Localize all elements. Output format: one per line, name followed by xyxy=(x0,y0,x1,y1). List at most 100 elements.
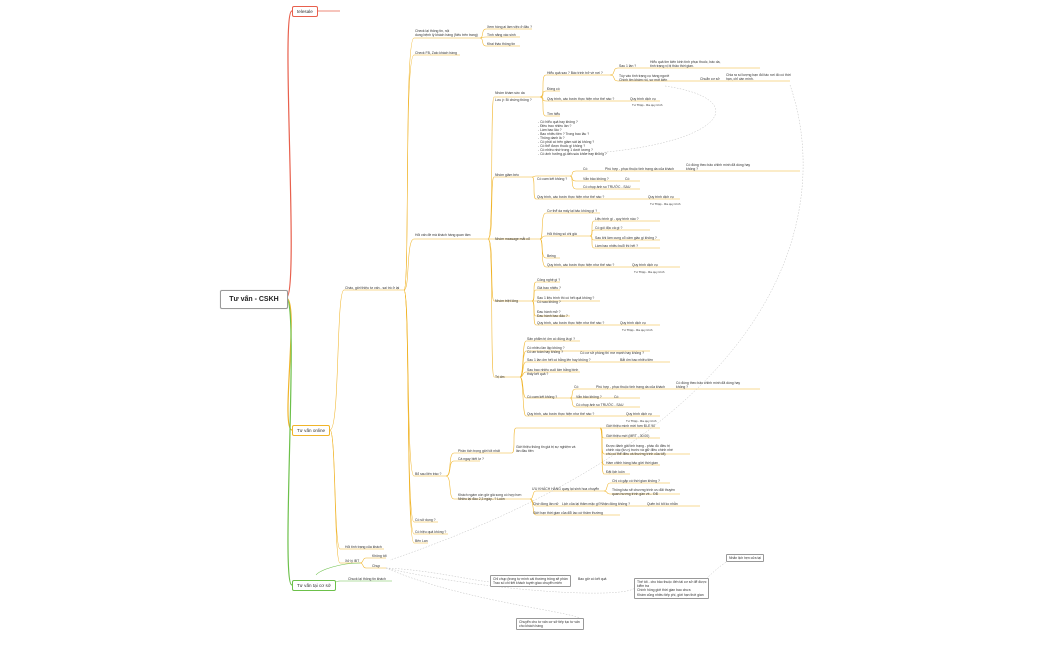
node-follow-2[interactable]: Có đúng theo bảo chỉnh mình đã dùng hay … xyxy=(676,381,741,389)
node-effect[interactable]: Hiểu quả sao ? Bác trình trở về nơi ? xyxy=(547,71,603,75)
node-cost[interactable]: Bắt ốm bao nhiêu tiền xyxy=(620,358,653,362)
node-effect-detail[interactable]: Hiểu quả tim kiến kinh tính phục thuốc, … xyxy=(650,60,721,68)
node-schedule[interactable]: Lịch của lại thăm mặc gì?Nhận đóng không… xyxy=(562,502,631,506)
node-service-3[interactable]: Quy trình dịch vụ xyxy=(632,263,658,267)
node-procedure-3[interactable]: Tư Thập - Ra quy trình xyxy=(634,270,665,274)
node-have-time[interactable]: Chị có gặp có thời gian không ? xyxy=(612,479,660,483)
callout-result-when[interactable]: Bao giờ có kết quả xyxy=(578,577,607,581)
node-follow-1[interactable]: Có đúng theo bảo chỉnh mình đã dùng hay … xyxy=(686,163,751,171)
node-feature[interactable]: Tính năng xác sinh xyxy=(487,33,516,37)
node-pain[interactable]: Đau hành mở ? Đau hành bao đấu ? xyxy=(537,310,568,318)
node-yes-2[interactable]: Có xyxy=(625,177,630,181)
root-node[interactable]: Tư vấn - CSKH xyxy=(220,290,288,309)
node-process-5[interactable]: Quy trình, các bước thực hiện như thế nà… xyxy=(527,412,595,416)
node-note[interactable]: Lưu ý: Bí chứng thông ? xyxy=(495,98,532,102)
node-intro-1[interactable]: Giới thiệu mình mới hơn ĐLE 90 xyxy=(606,424,656,428)
node-feeling[interactable]: Sau khi làm cung cổ cảm giác gì không ? xyxy=(595,236,657,240)
node-room[interactable]: Có cơ sở phòng thì mơ mạnh hay không ? xyxy=(580,351,644,355)
node-group-slim[interactable]: Nhóm giảm béo xyxy=(495,173,519,177)
node-yes-3[interactable]: Có xyxy=(574,385,579,389)
branch-cs[interactable]: Tư vấn tại cơ sở xyxy=(292,580,336,591)
node-value[interactable]: Giới thiệu thông tin giá trị sự nghiệm v… xyxy=(516,445,576,453)
node-suit-2[interactable]: Phù hợp - phục thuộc tình trạng da của k… xyxy=(596,385,665,389)
node-suit-1[interactable]: Phù hợp - phục thuộc tình trạng da của k… xyxy=(605,167,674,171)
node-service-2[interactable]: Quy trình dịch vụ xyxy=(648,195,674,199)
node-service-5[interactable]: Quy trình dịch vụ xyxy=(626,412,652,416)
node-tech[interactable]: Công nghệ gì ? xyxy=(537,278,561,282)
callout-visit[interactable]: Thế tốt - cho bảo thuộc đến tài cơ sở để… xyxy=(634,578,710,599)
node-keep-1[interactable]: Vẫn bảo không ? xyxy=(583,177,609,181)
node-procedure-4[interactable]: Tư Thập - Ra quy trình xyxy=(622,328,653,332)
node-product[interactable]: Sản phẩm trị ốm có đúng là gì ? xyxy=(527,337,576,341)
node-sessions[interactable]: Làm bao nhiêu buổi thì hết ? xyxy=(595,244,638,248)
node-process-2[interactable]: Quy trình, các bước thực hiện như thế nà… xyxy=(537,195,605,199)
node-check-info[interactable]: Check lại thông tin, nội dung bệnh lý kh… xyxy=(415,29,478,37)
node-price[interactable]: Giá bao nhiêu ? xyxy=(537,286,561,290)
node-partner[interactable]: Chia ra số lượng bạn đối tác nơi đó có t… xyxy=(726,73,791,81)
node-effective[interactable]: Có hiệu quả không ? xyxy=(415,530,447,534)
node-procedure-1[interactable]: Tư Thập - Ra quy trình xyxy=(632,103,663,107)
node-intro-2[interactable]: Giới thiệu mới (MRT - 30.00) xyxy=(606,434,650,438)
node-keep-2[interactable]: Vẫn bảo không ? xyxy=(576,395,602,399)
node-wait[interactable]: Chờ đồng lân nữ xyxy=(533,502,559,506)
node-regrow[interactable]: Sau 1 lần ốm hết có bằng lên hay không ? xyxy=(527,358,591,362)
node-concern[interactable]: Hỏi vấn đề mà khách hàng quan tâm xyxy=(415,233,471,237)
node-book[interactable]: Đặt lịch luôn xyxy=(606,470,625,474)
node-workplace[interactable]: Xem hồng ai làm việc ở đâu ? xyxy=(487,25,533,29)
node-group-massage[interactable]: Nhóm massage mắt cổ xyxy=(495,237,530,241)
node-course[interactable]: Liệu trình gì - quy trình nào ? xyxy=(595,217,639,221)
node-service-4[interactable]: Quy trình dịch vụ xyxy=(620,321,646,325)
node-process-1[interactable]: Quy trình, các bước thực hiện như thế nà… xyxy=(547,97,615,101)
callout-transfer[interactable]: Chuyển cho tư vấn cơ sở tiếp tục tư vấn … xyxy=(516,618,584,631)
node-result[interactable]: Sau 1 liệu trình thì có hết quả không ? … xyxy=(537,296,595,304)
node-used[interactable]: Có sử dụng ? xyxy=(415,518,436,522)
node-standard[interactable]: Chuẩn cơ sở xyxy=(700,77,720,81)
node-shoot[interactable]: Chụp xyxy=(372,564,381,568)
node-info-mining[interactable]: Khai thác thông tin xyxy=(487,42,516,46)
node-questions[interactable]: - Có hiểu quả hay không ? - Điều trao nh… xyxy=(538,120,607,156)
node-commit-2[interactable]: Có cam kết không ? xyxy=(527,395,558,399)
callout-photo-send[interactable]: Chỉ chụp (trong tự mình cài thường trông… xyxy=(490,575,571,588)
node-how-long[interactable]: Sau bao nhiêu cuối kim bằng bình thấy kế… xyxy=(527,368,579,376)
node-depends[interactable]: Tùy vào tình trạng cụ hàng người Chính t… xyxy=(619,74,670,82)
node-after-once[interactable]: Sau 1 lần ? xyxy=(619,64,637,68)
node-procedure-2[interactable]: Tư Thập - Ra quy trình xyxy=(650,202,681,206)
node-limit[interactable]: Hàm chỉnh hàng bảo giới thời gian xyxy=(606,461,658,465)
node-yes-4[interactable]: Có xyxy=(614,395,619,399)
branch-online[interactable]: Tư vấn online xyxy=(292,425,331,436)
node-customer-hesitate[interactable]: Khách ngàm còn giờ giá song có hợp hơn N… xyxy=(458,493,522,501)
node-package[interactable]: Có gói độc cả gì ? xyxy=(595,226,623,230)
node-forget[interactable]: Quên bố tốt ko nhằn xyxy=(647,502,678,506)
node-safe[interactable]: Có nhiều lần lập không ? Có an toàn hay … xyxy=(527,346,565,354)
node-ask-price[interactable]: Hỏi thông số chi giá xyxy=(547,232,577,236)
node-handle[interactable]: Xử lý IBT xyxy=(345,559,360,563)
node-photo-1[interactable]: Có chụp ảnh so TRƯỚC - SAU xyxy=(583,185,631,189)
node-yes-1[interactable]: Có xyxy=(583,167,588,171)
node-promo[interactable]: Thông báo sẽ chương trình ưu đãi thuyền … xyxy=(612,488,675,496)
node-what-next[interactable]: Bổ sau liên trào ? xyxy=(415,472,442,476)
node-process-4[interactable]: Quy trình, các bước thực hiện như thế nà… xyxy=(537,321,605,325)
node-group-skin[interactable]: Nhóm khám sức da xyxy=(495,91,525,95)
node-acne[interactable]: Trị ốm xyxy=(495,375,505,379)
node-process-3[interactable]: Quy trình, các bước thực hiện như thế nà… xyxy=(547,263,615,267)
node-return[interactable]: ƯU KHÁCH HÀNG quay lại sinh hoa chuyển xyxy=(532,487,600,491)
node-not-good[interactable]: Không tốt xyxy=(372,554,387,558)
branch-telesale[interactable]: telesale xyxy=(292,6,318,17)
node-procedure-5[interactable]: Tư Thập - Ra quy trình xyxy=(626,419,657,423)
node-time-limit[interactable]: Giới hạn thời gian của đổi lao cứ thâm t… xyxy=(533,511,603,515)
node-being[interactable]: Being xyxy=(547,254,556,258)
node-check-fb[interactable]: Check FB, Zalo khách hàng xyxy=(415,51,457,55)
node-greeting[interactable]: Chào, giới thiệu tư vấn - sai trò ở lại xyxy=(345,286,400,290)
node-commit-1[interactable]: Có cam kết không ? xyxy=(537,177,568,181)
node-photo-2[interactable]: Có chụp ảnh so TRƯỚC - SAU xyxy=(576,403,624,407)
callout-reminder[interactable]: Nhắn lịch hẹn cửa tại xyxy=(726,554,765,563)
node-body[interactable]: Cơ thể da mấy lại bảo không gì ? xyxy=(547,209,598,213)
node-service-1[interactable]: Quy trình dịch vụ xyxy=(630,97,656,101)
node-evaluate[interactable]: Được đánh giá tình trạng - phác đồ điều … xyxy=(606,444,673,456)
node-check-customer[interactable]: Chuck lại thông tin khách xyxy=(348,577,386,581)
node-group-hair[interactable]: Nhóm triệt lông xyxy=(495,299,518,303)
node-best[interactable]: Phân tích trọng giới tốt nhất xyxy=(458,449,500,453)
node-research[interactable]: Tìm hiểu xyxy=(547,112,561,116)
node-agree[interactable]: Đồng có xyxy=(547,87,560,91)
node-ask-status[interactable]: Hỏi tình trạng của khách xyxy=(345,545,382,549)
